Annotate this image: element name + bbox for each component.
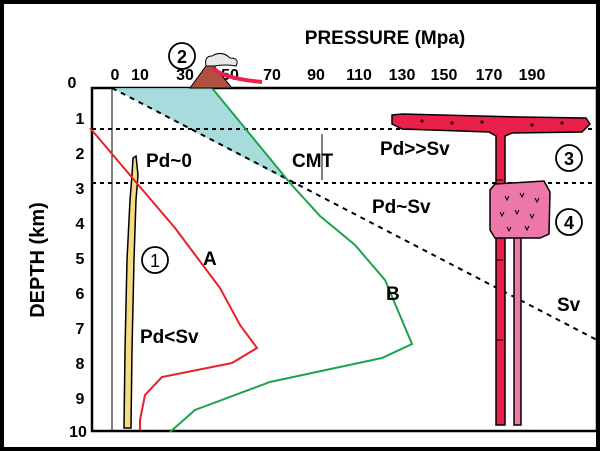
- marker-3: 3: [555, 144, 583, 172]
- y-tick-label: 0: [68, 75, 77, 92]
- x-tick-label: 150: [431, 67, 458, 84]
- label-sv: Sv: [557, 295, 581, 316]
- magma-chamber-4: [489, 180, 551, 239]
- label-curve-a: A: [203, 249, 217, 270]
- x-tick-label: 170: [476, 67, 503, 84]
- plot-frame: [90, 86, 599, 433]
- label-pd-less: Pd<Sv: [140, 327, 199, 348]
- y-tick-label: 5: [76, 251, 85, 268]
- marker-4: 4: [555, 208, 583, 236]
- curve-a: [89, 127, 259, 430]
- label-pd-zero: Pd~0: [146, 151, 192, 172]
- y-tick-label: 4: [76, 216, 85, 233]
- y-tick-label: 6: [76, 286, 85, 303]
- x-tick-label: 130: [389, 67, 416, 84]
- y-axis-title: DEPTH (km): [27, 202, 49, 318]
- label-pd-approx: Pd~Sv: [372, 197, 431, 218]
- curve-b: [169, 87, 414, 433]
- marker-3-label: 3: [564, 149, 574, 169]
- x-tick-label: 90: [307, 67, 325, 84]
- y-tick-label: 7: [76, 321, 85, 338]
- y-tick-label: 3: [76, 181, 85, 198]
- magma-body-3-pattern: [420, 119, 564, 341]
- marker-2: 2: [168, 42, 196, 70]
- magma-body-3: [391, 113, 591, 426]
- y-tick-label: 1: [76, 111, 85, 128]
- marker-2-label: 2: [177, 47, 187, 67]
- marker-4-label: 4: [564, 213, 574, 233]
- x-tick-label: 70: [263, 67, 281, 84]
- volcano-icon: [189, 52, 263, 89]
- x-tick-label: 0: [111, 67, 120, 84]
- y-tick-label: 9: [76, 391, 85, 408]
- marker-1: 1: [141, 246, 169, 274]
- label-pd-much-greater: Pd>>Sv: [380, 139, 450, 160]
- magma-conduit-4: [513, 235, 522, 426]
- x-tick-label: 190: [519, 67, 546, 84]
- dike-1: [123, 154, 139, 429]
- label-curve-b: B: [386, 284, 400, 305]
- y-tick-labels: 0 1 2 3 4 5 6 7 8 9 10: [68, 75, 87, 441]
- x-axis-title: PRESSURE (Mpa): [305, 28, 465, 49]
- y-tick-label: 8: [76, 356, 85, 373]
- sv-line: [111, 87, 598, 341]
- x-tick-label: 110: [346, 67, 372, 84]
- label-cmt: CMT: [292, 151, 334, 172]
- magma-chamber-4-pattern: [499, 192, 540, 233]
- marker-1-label: 1: [150, 251, 160, 271]
- x-tick-label: 10: [131, 67, 149, 84]
- x-tick-label: 30: [176, 67, 194, 84]
- y-tick-label: 10: [69, 424, 87, 441]
- y-tick-label: 2: [76, 146, 85, 163]
